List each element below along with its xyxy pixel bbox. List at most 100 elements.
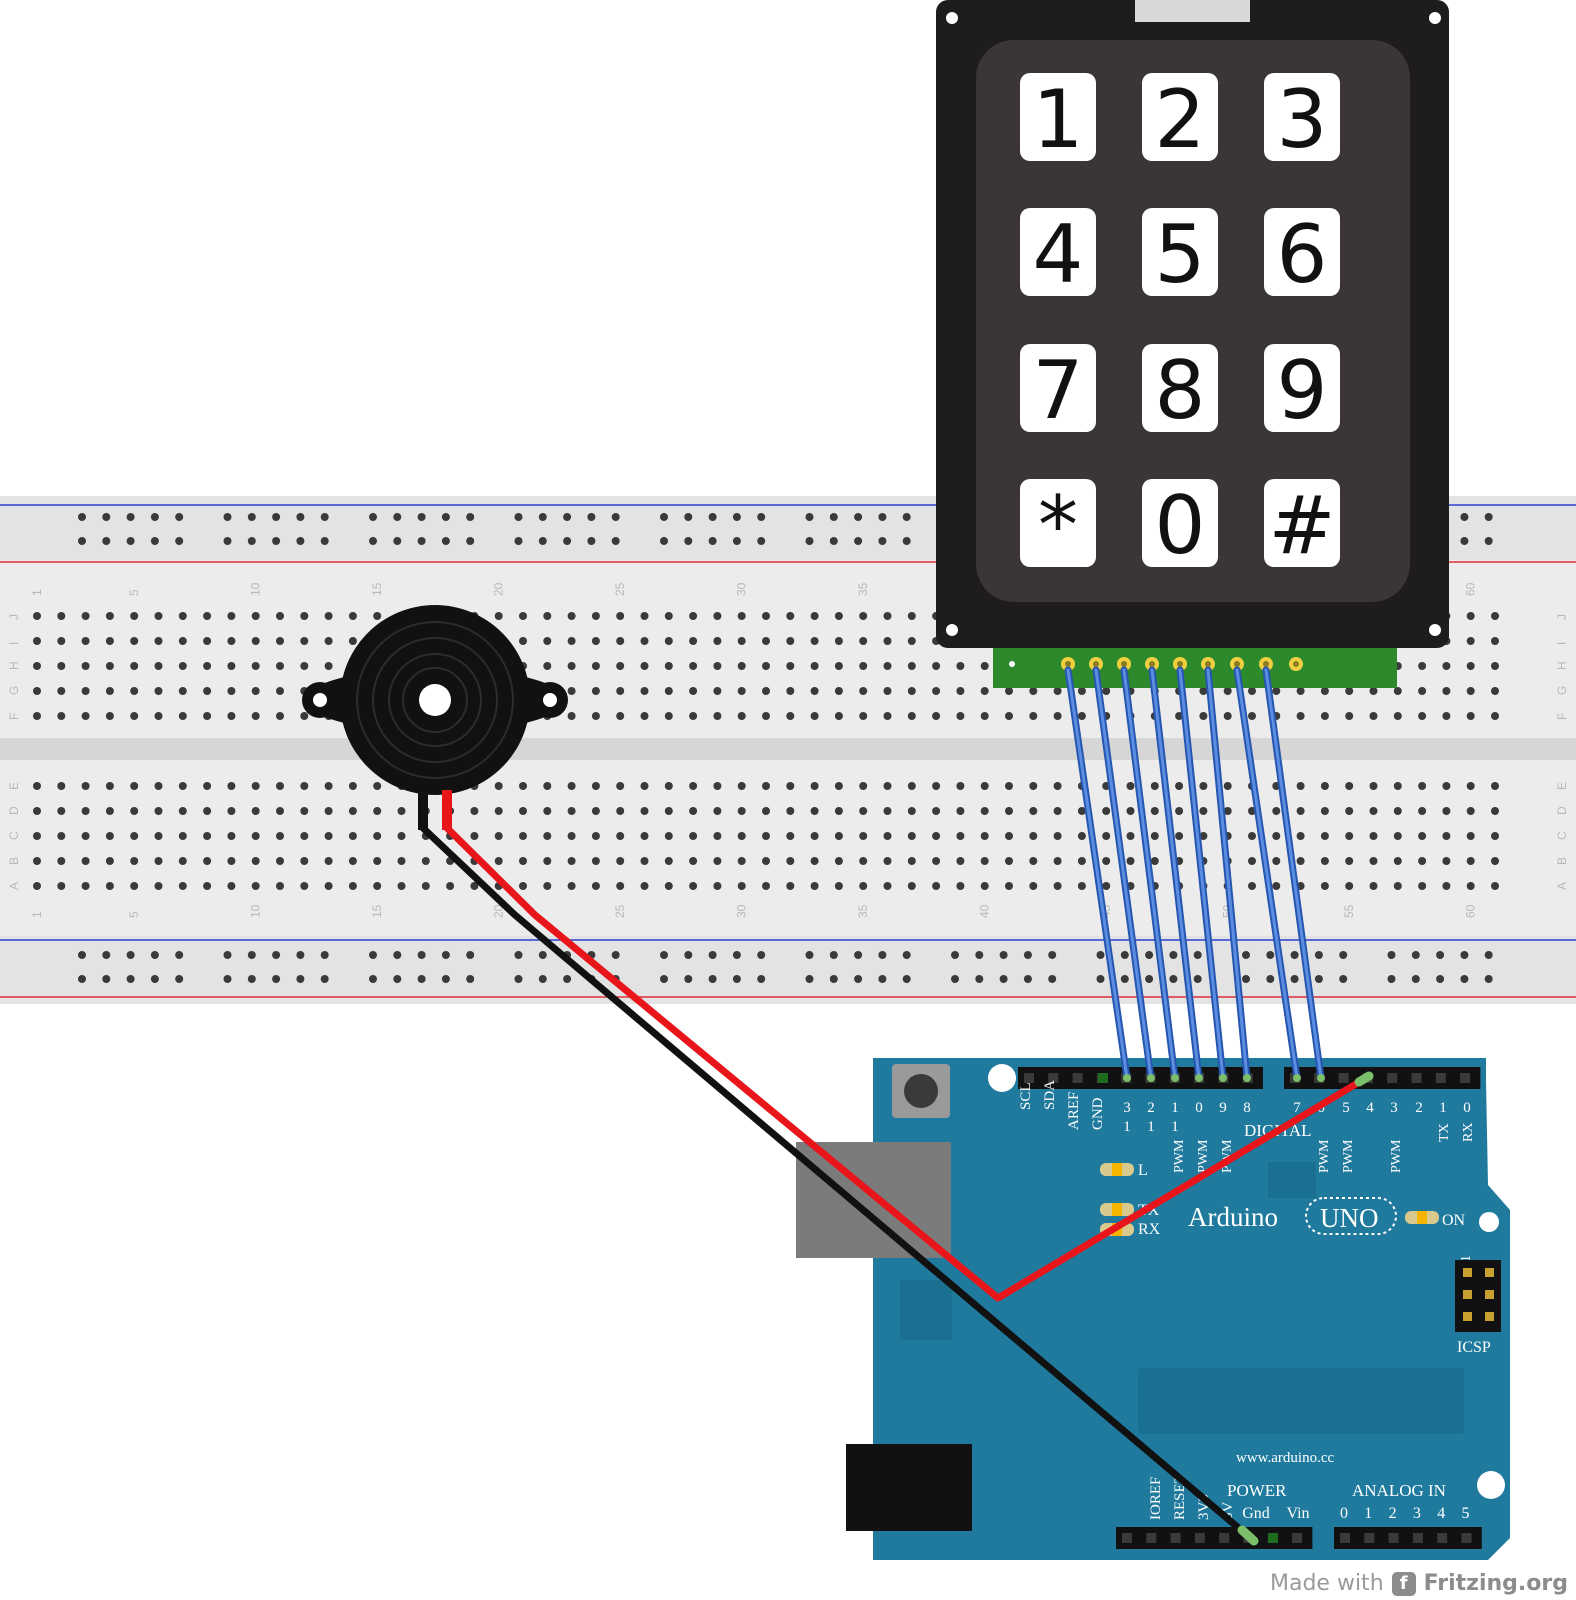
pin-header (1116, 1527, 1313, 1549)
row-letter: C (1555, 831, 1569, 840)
digital-pin-number: 3 (1123, 1100, 1131, 1116)
row-letter: F (1555, 713, 1569, 720)
row-letter: I (7, 642, 21, 645)
row-letter: B (1555, 857, 1569, 865)
digital-pin-number: 7 (1293, 1100, 1301, 1116)
keypad-key (1142, 344, 1218, 432)
keypad-key (1142, 479, 1218, 567)
keypad-key-label: 6 (1277, 208, 1328, 301)
keypad-key-label: 7 (1033, 344, 1084, 437)
digital-pin-number: 0 (1463, 1100, 1471, 1116)
keypad-key-label: 8 (1155, 344, 1206, 437)
pin-header (1284, 1067, 1481, 1089)
arduino-brand: Arduino (1188, 1202, 1278, 1232)
row-letter: C (7, 831, 21, 840)
pin-header (1334, 1527, 1482, 1549)
pwm-label: PWM (1389, 1139, 1404, 1173)
digital-pin-number: 1 (1171, 1119, 1179, 1135)
analog-label: ANALOG IN (1352, 1481, 1446, 1500)
analog-pin-label: 3 (1413, 1505, 1421, 1522)
keypad-wires (1064, 666, 1325, 1082)
row-letter: J (7, 614, 21, 620)
digital-pin-number: 0 (1195, 1100, 1203, 1116)
row-letter: D (7, 806, 21, 815)
fritzing-logo-icon: f (1391, 1571, 1416, 1596)
keypad-key-label: * (1038, 479, 1078, 572)
fritzing-brand: Fritzing.org (1423, 1571, 1568, 1596)
column-number: 25 (613, 582, 627, 596)
keypad-key-label: 3 (1277, 73, 1328, 166)
column-number: 60 (1464, 904, 1478, 918)
keypad-key (1020, 208, 1096, 296)
piezo-buzzer (302, 605, 568, 830)
analog-pin-label: 0 (1340, 1505, 1348, 1522)
digital-pin-number: 2 (1147, 1100, 1155, 1116)
led-label-l: L (1138, 1162, 1148, 1179)
power-jack (846, 1444, 972, 1531)
digital-pin-number: 1 (1123, 1119, 1131, 1135)
pwm-label: PWM (1317, 1139, 1332, 1173)
power-label: POWER (1227, 1481, 1287, 1500)
digital-pin-number: 1 (1439, 1100, 1447, 1116)
pin-label-gnd: GND (1090, 1097, 1106, 1130)
keypad-key (1142, 73, 1218, 161)
arduino-model: UNO (1320, 1203, 1379, 1233)
row-letter: A (7, 882, 21, 890)
row-letter: D (1555, 806, 1569, 815)
pwm-label: PWM (1196, 1139, 1211, 1173)
pin-label-sda: SDA (1042, 1080, 1058, 1110)
tx-rx-vertical-label: TX (1437, 1123, 1452, 1142)
pwm-label: PWM (1341, 1139, 1356, 1173)
column-number: 10 (249, 582, 263, 596)
keypad-key (1020, 344, 1096, 432)
keypad-header-pins (1061, 657, 1303, 671)
keypad-key-label: 0 (1155, 479, 1206, 572)
row-letter: H (7, 661, 21, 670)
column-number: 55 (1342, 904, 1356, 918)
column-number: 35 (856, 582, 870, 596)
analog-pin-label: 4 (1437, 1505, 1445, 1522)
keypad-key-label: 5 (1155, 208, 1206, 301)
keypad-key-label: 9 (1277, 344, 1328, 437)
row-letter: I (1555, 642, 1569, 645)
icsp-pin1-label: 1 (1459, 1255, 1474, 1262)
digital-pin-number: 3 (1390, 1100, 1398, 1116)
digital-pin-number: 1 (1147, 1119, 1155, 1135)
row-letter: B (7, 857, 21, 865)
keypad-key-label: # (1268, 479, 1335, 572)
row-letter: H (1555, 661, 1569, 670)
keypad-key-label: 2 (1155, 73, 1206, 166)
row-letter: E (7, 782, 21, 790)
column-number: 10 (249, 904, 263, 918)
pwm-label: PWM (1172, 1139, 1187, 1173)
made-with-text: Made with (1270, 1571, 1384, 1596)
digital-pin-number: 8 (1243, 1100, 1251, 1116)
black-wire (419, 824, 1252, 1540)
keypad-key (1264, 479, 1340, 567)
row-letter: G (7, 686, 21, 695)
power-pin-label: IOREF (1148, 1477, 1164, 1520)
analog-pin-label: 5 (1462, 1505, 1470, 1522)
column-number: 5 (127, 911, 141, 918)
pin-label-aref: AREF (1066, 1092, 1082, 1130)
keypad-key (1020, 479, 1096, 567)
column-number: 35 (856, 904, 870, 918)
digital-pin-number: 9 (1219, 1100, 1227, 1116)
red-wire (443, 824, 1370, 1302)
keypad-key (1264, 73, 1340, 161)
website-label: www.arduino.cc (1236, 1450, 1335, 1466)
column-number: 20 (492, 904, 506, 918)
column-number: 1 (30, 911, 44, 918)
analog-pin-label: 1 (1364, 1505, 1372, 1522)
digital-pin-number: 2 (1415, 1100, 1423, 1116)
row-letter: F (7, 713, 21, 720)
power-pin-label: Gnd (1242, 1505, 1270, 1522)
fritzing-credit: Made with f Fritzing.org (1270, 1571, 1568, 1596)
column-number: 25 (613, 904, 627, 918)
analog-pin-label: 2 (1389, 1505, 1397, 1522)
icsp-label: ICSP (1457, 1339, 1491, 1356)
